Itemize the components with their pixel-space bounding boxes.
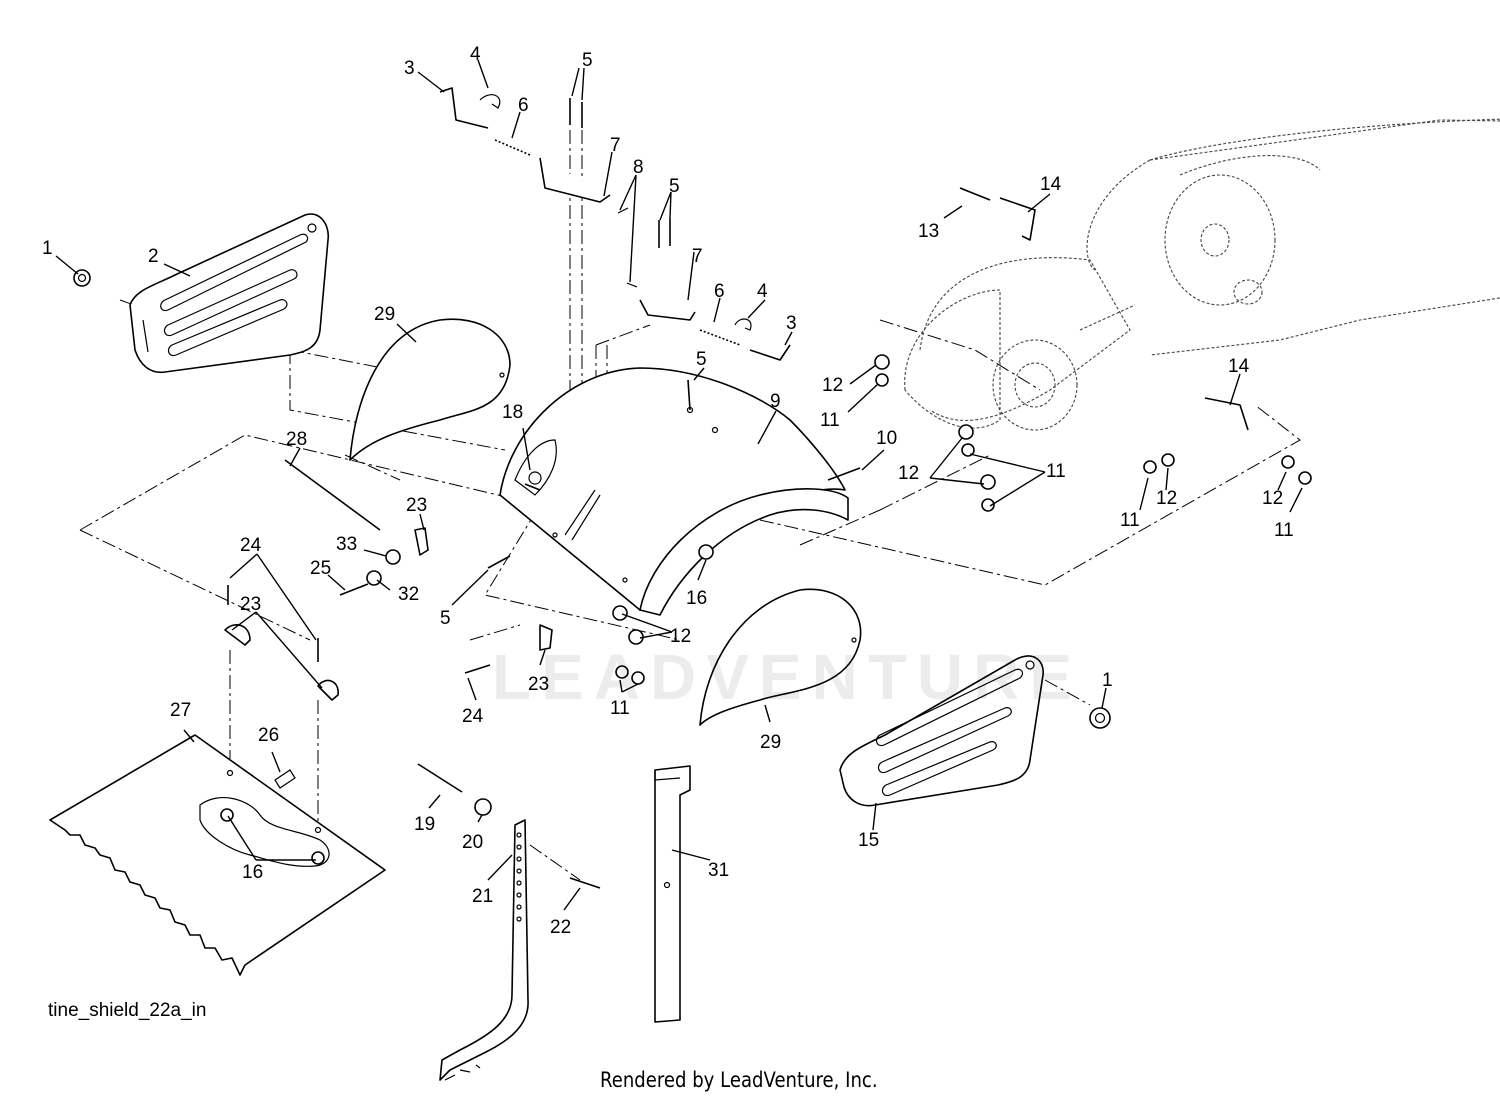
callout-21: 21 [472,886,493,907]
figure-id-label: tine_shield_22a_in [48,1000,207,1021]
callout-14-lower: 14 [1228,356,1250,377]
callout-29-upper: 29 [374,304,395,325]
callout-27: 27 [170,700,191,721]
callout-25: 25 [310,558,331,579]
callout-18: 18 [502,402,523,423]
watermark-text: LEADVENTURE [492,641,1083,713]
callout-labels: 1 2 3 4 5 6 7 8 5 7 6 4 3 13 14 29 5 18 … [42,44,1294,938]
callout-5-shield: 5 [696,349,707,370]
callout-4-upper: 4 [470,44,481,65]
callout-15: 15 [858,830,879,851]
tiller-housing-phantom [904,118,1500,431]
callout-1-right: 1 [1102,670,1113,691]
callout-8: 8 [633,157,644,178]
support-bar [654,765,691,1023]
callout-33: 33 [336,534,357,555]
depth-stake-holes [516,832,522,922]
callout-31: 31 [708,860,729,881]
callout-7-lower: 7 [692,246,703,267]
callout-24-b: 24 [462,706,484,727]
tine-shield [499,367,849,616]
callout-5-mid: 5 [669,176,680,197]
callout-12-a: 12 [822,375,843,396]
callout-3-upper: 3 [404,58,415,79]
tine-guard-flap [49,734,386,976]
flange-nut-right [1089,707,1111,729]
callout-7-upper: 7 [610,135,621,156]
callout-13: 13 [918,221,939,242]
depth-stake [439,819,529,1081]
callout-11-b: 11 [1046,461,1066,482]
callout-22: 22 [550,917,571,938]
callout-3-lower: 3 [786,313,797,334]
callout-9: 9 [770,391,781,412]
callout-23-b: 23 [240,594,261,615]
callout-12-d: 12 [1262,488,1283,509]
side-plate-right [839,655,1044,807]
callout-23-c: 23 [528,674,549,695]
callout-26: 26 [258,725,279,746]
credit-line: Rendered by LeadVenture, Inc. [600,1068,878,1092]
callout-5-lower: 5 [440,608,451,629]
callout-32: 32 [398,584,419,605]
deflector-lower [699,588,862,726]
callout-6-upper: 6 [518,95,529,116]
callout-19: 19 [414,814,435,835]
callout-4-lower: 4 [757,281,768,302]
callout-11-c: 11 [1120,510,1140,531]
callout-12-c: 12 [1156,488,1177,509]
callout-6-lower: 6 [714,281,725,302]
callout-24-a: 24 [240,535,262,556]
callout-11-e: 11 [610,698,630,719]
leader-lines [55,59,1303,911]
callout-10: 10 [876,428,897,449]
callout-16-guard: 16 [242,862,263,883]
callout-1-left: 1 [42,238,53,259]
callout-12-e: 12 [670,626,691,647]
callout-23-a: 23 [406,495,427,516]
callout-11-d: 11 [1274,520,1294,541]
callout-5-upper: 5 [582,50,593,71]
hardware [224,87,1312,889]
callout-12-b: 12 [898,463,919,484]
callout-11-a: 11 [820,410,840,431]
callout-2: 2 [148,246,159,267]
callout-16-shield: 16 [686,588,707,609]
callout-29-lower: 29 [760,732,781,753]
callout-20: 20 [462,832,483,853]
callout-14-upper: 14 [1040,174,1062,195]
side-plate-left [129,213,330,374]
deflector-upper [349,318,511,461]
callout-28: 28 [286,429,307,450]
